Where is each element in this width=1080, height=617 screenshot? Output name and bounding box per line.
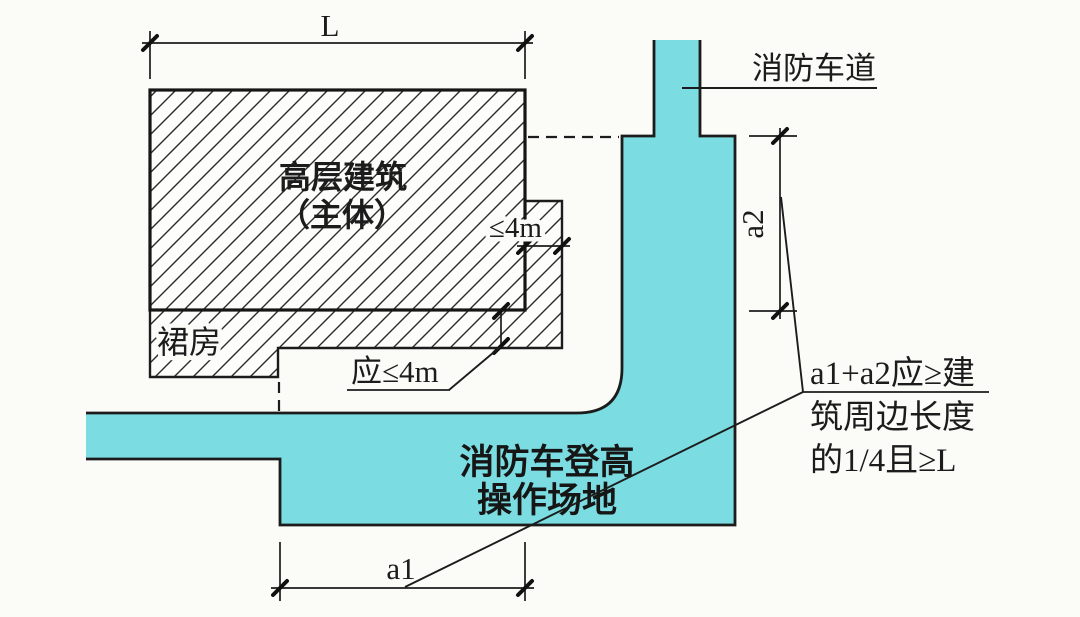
building-label-line2: （主体）: [278, 197, 406, 233]
dimension-podium-4m: 应≤4m: [347, 302, 510, 391]
site-border-right: [86, 40, 737, 527]
site-border-left: [86, 40, 656, 415]
dimension-L: L: [141, 8, 534, 79]
site-label-line2: 操作场地: [477, 481, 617, 520]
note-line3: 的1/4且≥L: [810, 442, 956, 479]
podium-label: 裙房: [157, 324, 221, 360]
building-label-line1: 高层建筑: [279, 159, 407, 195]
site-label-line1: 消防车登高: [459, 443, 634, 482]
fire-operation-site-area: [86, 40, 735, 525]
dimension-a1: a1: [271, 542, 534, 601]
dim-a1-label: a1: [386, 551, 415, 586]
main-building: [148, 88, 527, 312]
box-dim-label: ≤4m: [489, 212, 542, 244]
dimension-box-4m: ≤4m: [485, 208, 571, 255]
fire-lane-callout: 消防车道: [682, 51, 877, 89]
dim-a2-label: a2: [735, 209, 770, 238]
podium-dim-label: 应≤4m: [351, 354, 439, 389]
dimension-a2: a2: [735, 127, 797, 320]
dim-L-label: L: [321, 8, 340, 43]
fire-lane-label: 消防车道: [752, 51, 876, 86]
note-line2: 筑周边长度: [810, 399, 975, 436]
note-callout: a1+a2应≥建 筑周边长度 的1/4且≥L: [404, 196, 989, 588]
note-line1: a1+a2应≥建: [810, 355, 975, 392]
